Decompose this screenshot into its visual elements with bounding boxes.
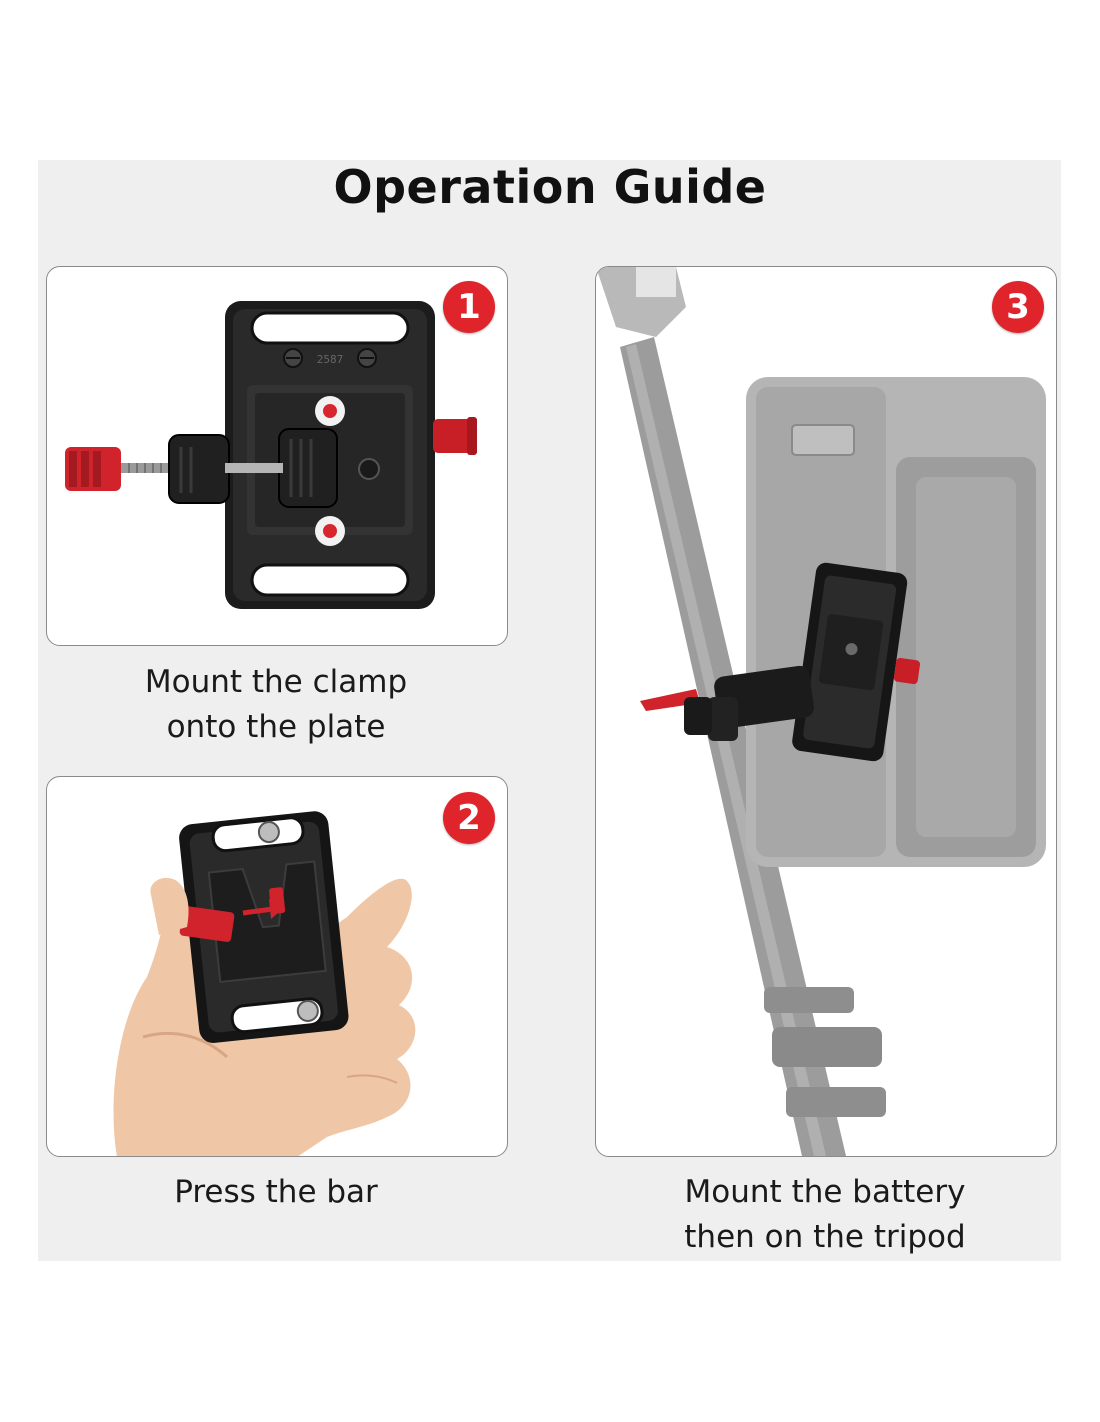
step-3-badge: 3 <box>992 281 1044 333</box>
step-3-panel <box>595 266 1057 1157</box>
step-3-caption-line-2: then on the tripod <box>684 1219 966 1255</box>
step-1-caption: Mount the clamp onto the plate <box>46 660 506 750</box>
step-1-panel: 2587 <box>46 266 508 646</box>
step-1-caption-line-2: onto the plate <box>166 709 386 745</box>
step-2-badge: 2 <box>443 792 495 844</box>
plate-model-mark: 2587 <box>317 353 344 366</box>
step-3-caption-line-1: Mount the battery <box>684 1174 966 1210</box>
step-2-illustration <box>113 811 416 1156</box>
step-3-illustration <box>596 267 1046 1156</box>
step-1-caption-line-1: Mount the clamp <box>144 664 408 700</box>
page-title: Operation Guide <box>333 160 767 214</box>
step-3-caption: Mount the battery then on the tripod <box>595 1170 1055 1260</box>
step-2-caption: Press the bar <box>46 1170 506 1215</box>
step-1-illustration: 2587 <box>65 301 477 609</box>
step-1-badge: 1 <box>443 281 495 333</box>
step-2-caption-line-1: Press the bar <box>174 1174 378 1210</box>
step-2-panel <box>46 776 508 1157</box>
